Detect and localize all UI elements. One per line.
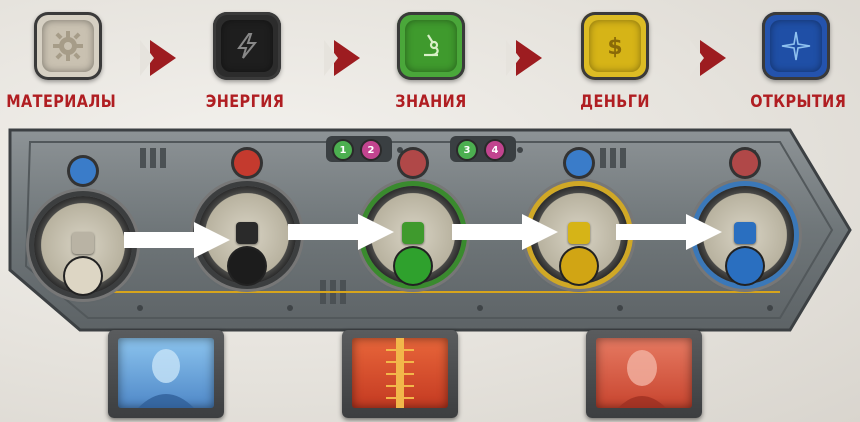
atom-icon	[395, 248, 431, 284]
monitor-woman[interactable]	[586, 330, 702, 418]
scientist-portrait	[118, 338, 214, 408]
bank-icon	[561, 248, 597, 284]
materials-label: МАТЕРИАЛЫ	[6, 92, 100, 112]
status-lamp	[732, 150, 758, 176]
status-lamp	[70, 158, 96, 184]
factory-icon	[65, 258, 101, 294]
dollar-icon: $	[589, 20, 641, 72]
globe-icon	[727, 248, 763, 284]
status-lamp	[400, 150, 426, 176]
money-resource[interactable]: $	[581, 12, 649, 80]
money-label: ДЕНЬГИ	[568, 92, 662, 112]
discovery-resource[interactable]	[762, 12, 830, 80]
gauge-center-icon	[734, 222, 756, 244]
chevron-right-icon	[516, 40, 542, 76]
svg-text:$: $	[607, 35, 622, 60]
gauge-center-icon	[402, 222, 424, 244]
compass-star-icon	[770, 20, 822, 72]
knowledge-label: ЗНАНИЯ	[384, 92, 478, 112]
rocket-image	[352, 338, 448, 408]
chevron-right-icon	[150, 40, 176, 76]
gauge-center-icon	[72, 232, 94, 254]
flow-arrow-icon	[124, 220, 234, 260]
knowledge-resource[interactable]	[397, 12, 465, 80]
discovery-label: ОТКРЫТИЯ	[750, 92, 844, 112]
energy-label: ЭНЕРГИЯ	[198, 92, 292, 112]
status-lamp	[234, 150, 260, 176]
monitor-rocket[interactable]	[342, 330, 458, 418]
indicator-lamp: 2	[362, 141, 380, 159]
indicator-lamp: 1	[334, 141, 352, 159]
materials-resource[interactable]	[34, 12, 102, 80]
power-plant-icon	[229, 248, 265, 284]
chevron-right-icon	[700, 40, 726, 76]
flow-arrow-icon	[288, 212, 398, 252]
woman-portrait	[596, 338, 692, 408]
indicator-lamp: 4	[486, 141, 504, 159]
monitor-scientist[interactable]	[108, 330, 224, 418]
flow-arrow-icon	[616, 212, 726, 252]
chevron-right-icon	[334, 40, 360, 76]
flow-arrow-icon	[452, 212, 562, 252]
microscope-icon	[405, 20, 457, 72]
materials-gauge[interactable]	[34, 196, 132, 294]
gear-icon	[42, 20, 94, 72]
indicator-lamp: 3	[458, 141, 476, 159]
energy-resource[interactable]	[213, 12, 281, 80]
gauge-center-icon	[568, 222, 590, 244]
status-lamp	[566, 150, 592, 176]
lightning-icon	[221, 20, 273, 72]
gauge-center-icon	[236, 222, 258, 244]
